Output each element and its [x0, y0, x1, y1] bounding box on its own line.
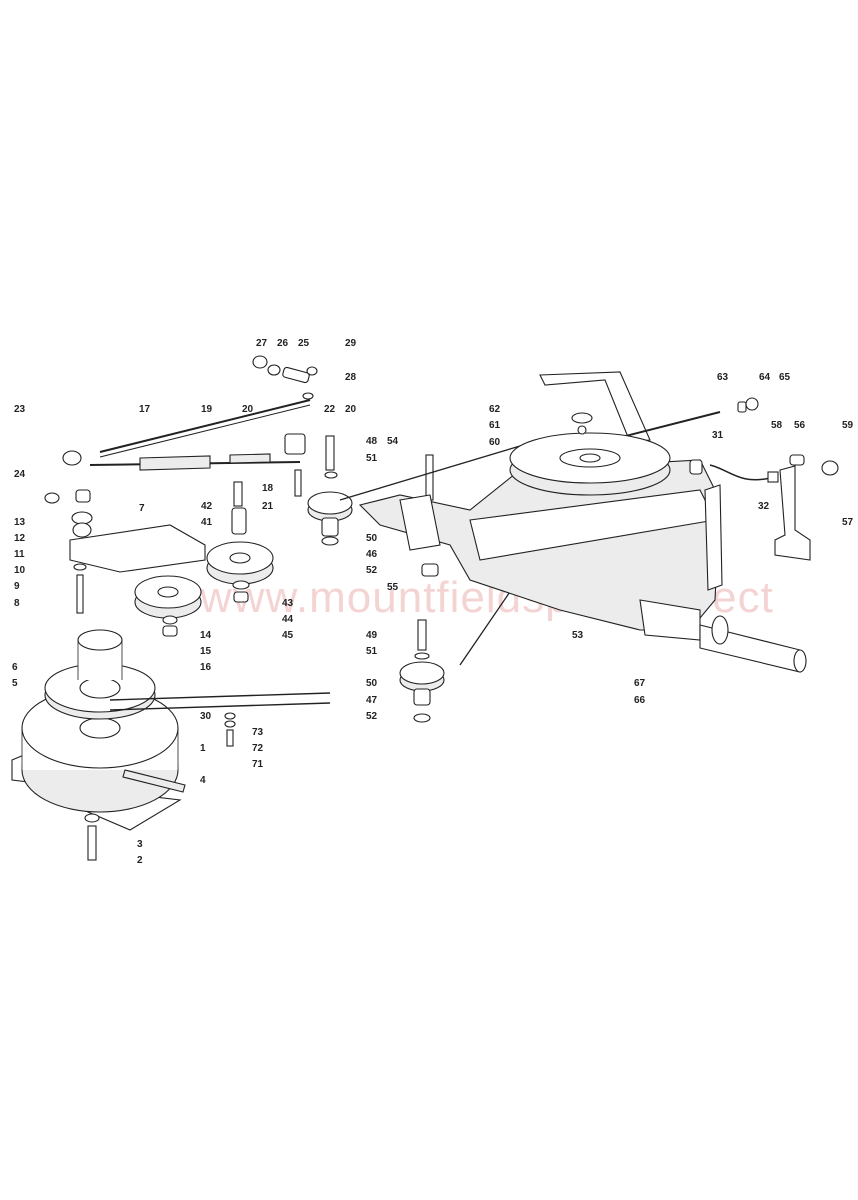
- callout-29: 29: [345, 338, 357, 349]
- callout-27: 27: [256, 338, 268, 349]
- callout-71: 71: [252, 759, 264, 770]
- callout-51b: 51: [366, 646, 378, 657]
- callout-22: 22: [324, 404, 336, 415]
- callout-2: 2: [137, 855, 143, 866]
- callout-53: 53: [572, 630, 584, 641]
- callout-31: 31: [712, 430, 724, 441]
- callout-5: 5: [12, 678, 18, 689]
- callout-15: 15: [200, 646, 212, 657]
- callout-13: 13: [14, 517, 26, 528]
- control-rods: [62, 355, 318, 471]
- callout-1: 1: [200, 743, 206, 754]
- callout-12: 12: [14, 533, 26, 544]
- callout-44: 44: [282, 614, 294, 625]
- callout-21: 21: [262, 501, 274, 512]
- callout-labels: 27 26 25 29 28 17 19 20 22 20 23 48 51 5…: [12, 338, 854, 866]
- callout-6: 6: [12, 662, 18, 673]
- callout-11: 11: [14, 549, 25, 560]
- callout-14: 14: [200, 630, 212, 641]
- idler-assembly: [44, 469, 302, 637]
- callout-73: 73: [252, 727, 264, 738]
- callout-48: 48: [366, 436, 378, 447]
- callout-3: 3: [137, 839, 143, 850]
- callout-51: 51: [366, 453, 378, 464]
- callout-42: 42: [201, 501, 213, 512]
- callout-17: 17: [139, 404, 151, 415]
- callout-54: 54: [387, 436, 399, 447]
- transmission: [358, 371, 839, 673]
- callout-43: 43: [282, 598, 294, 609]
- callout-10: 10: [14, 565, 26, 576]
- callout-20b: 20: [345, 404, 357, 415]
- spring-17: [139, 455, 211, 471]
- callout-50b: 50: [366, 678, 378, 689]
- callout-56: 56: [794, 420, 806, 431]
- callout-28: 28: [345, 372, 357, 383]
- callout-30: 30: [200, 711, 212, 722]
- callout-62: 62: [489, 404, 501, 415]
- callout-4: 4: [200, 775, 206, 786]
- callout-58: 58: [771, 420, 783, 431]
- center-pulleys: [307, 435, 601, 723]
- callout-16: 16: [200, 662, 212, 673]
- callout-25: 25: [298, 338, 310, 349]
- callout-47: 47: [366, 695, 378, 706]
- callout-49: 49: [366, 630, 378, 641]
- callout-45: 45: [282, 630, 294, 641]
- ball-joint-23: [62, 450, 82, 466]
- bracket-7: [69, 524, 206, 573]
- callout-46: 46: [366, 549, 378, 560]
- callout-7: 7: [139, 503, 145, 514]
- electric-clutch: [11, 629, 331, 861]
- callout-61: 61: [489, 420, 501, 431]
- callout-52b: 52: [366, 711, 378, 722]
- callout-59: 59: [842, 420, 854, 431]
- callout-67: 67: [634, 678, 646, 689]
- callout-60: 60: [489, 437, 501, 448]
- callout-23: 23: [14, 404, 26, 415]
- callout-9: 9: [14, 581, 20, 592]
- callout-18: 18: [262, 483, 274, 494]
- spring-4: [122, 769, 186, 793]
- callout-24: 24: [14, 469, 26, 480]
- callout-63: 63: [717, 372, 729, 383]
- callout-66: 66: [634, 695, 646, 706]
- callout-8: 8: [14, 598, 20, 609]
- callout-65: 65: [779, 372, 791, 383]
- bracket-56: [774, 465, 811, 561]
- callout-57: 57: [842, 517, 854, 528]
- callout-26: 26: [277, 338, 289, 349]
- callout-72: 72: [252, 743, 264, 754]
- callout-19: 19: [201, 404, 213, 415]
- callout-52: 52: [366, 565, 378, 576]
- callout-41: 41: [201, 517, 213, 528]
- callout-20: 20: [242, 404, 254, 415]
- callout-64: 64: [759, 372, 771, 383]
- callout-55: 55: [387, 582, 399, 593]
- callout-32: 32: [758, 501, 770, 512]
- callout-50: 50: [366, 533, 378, 544]
